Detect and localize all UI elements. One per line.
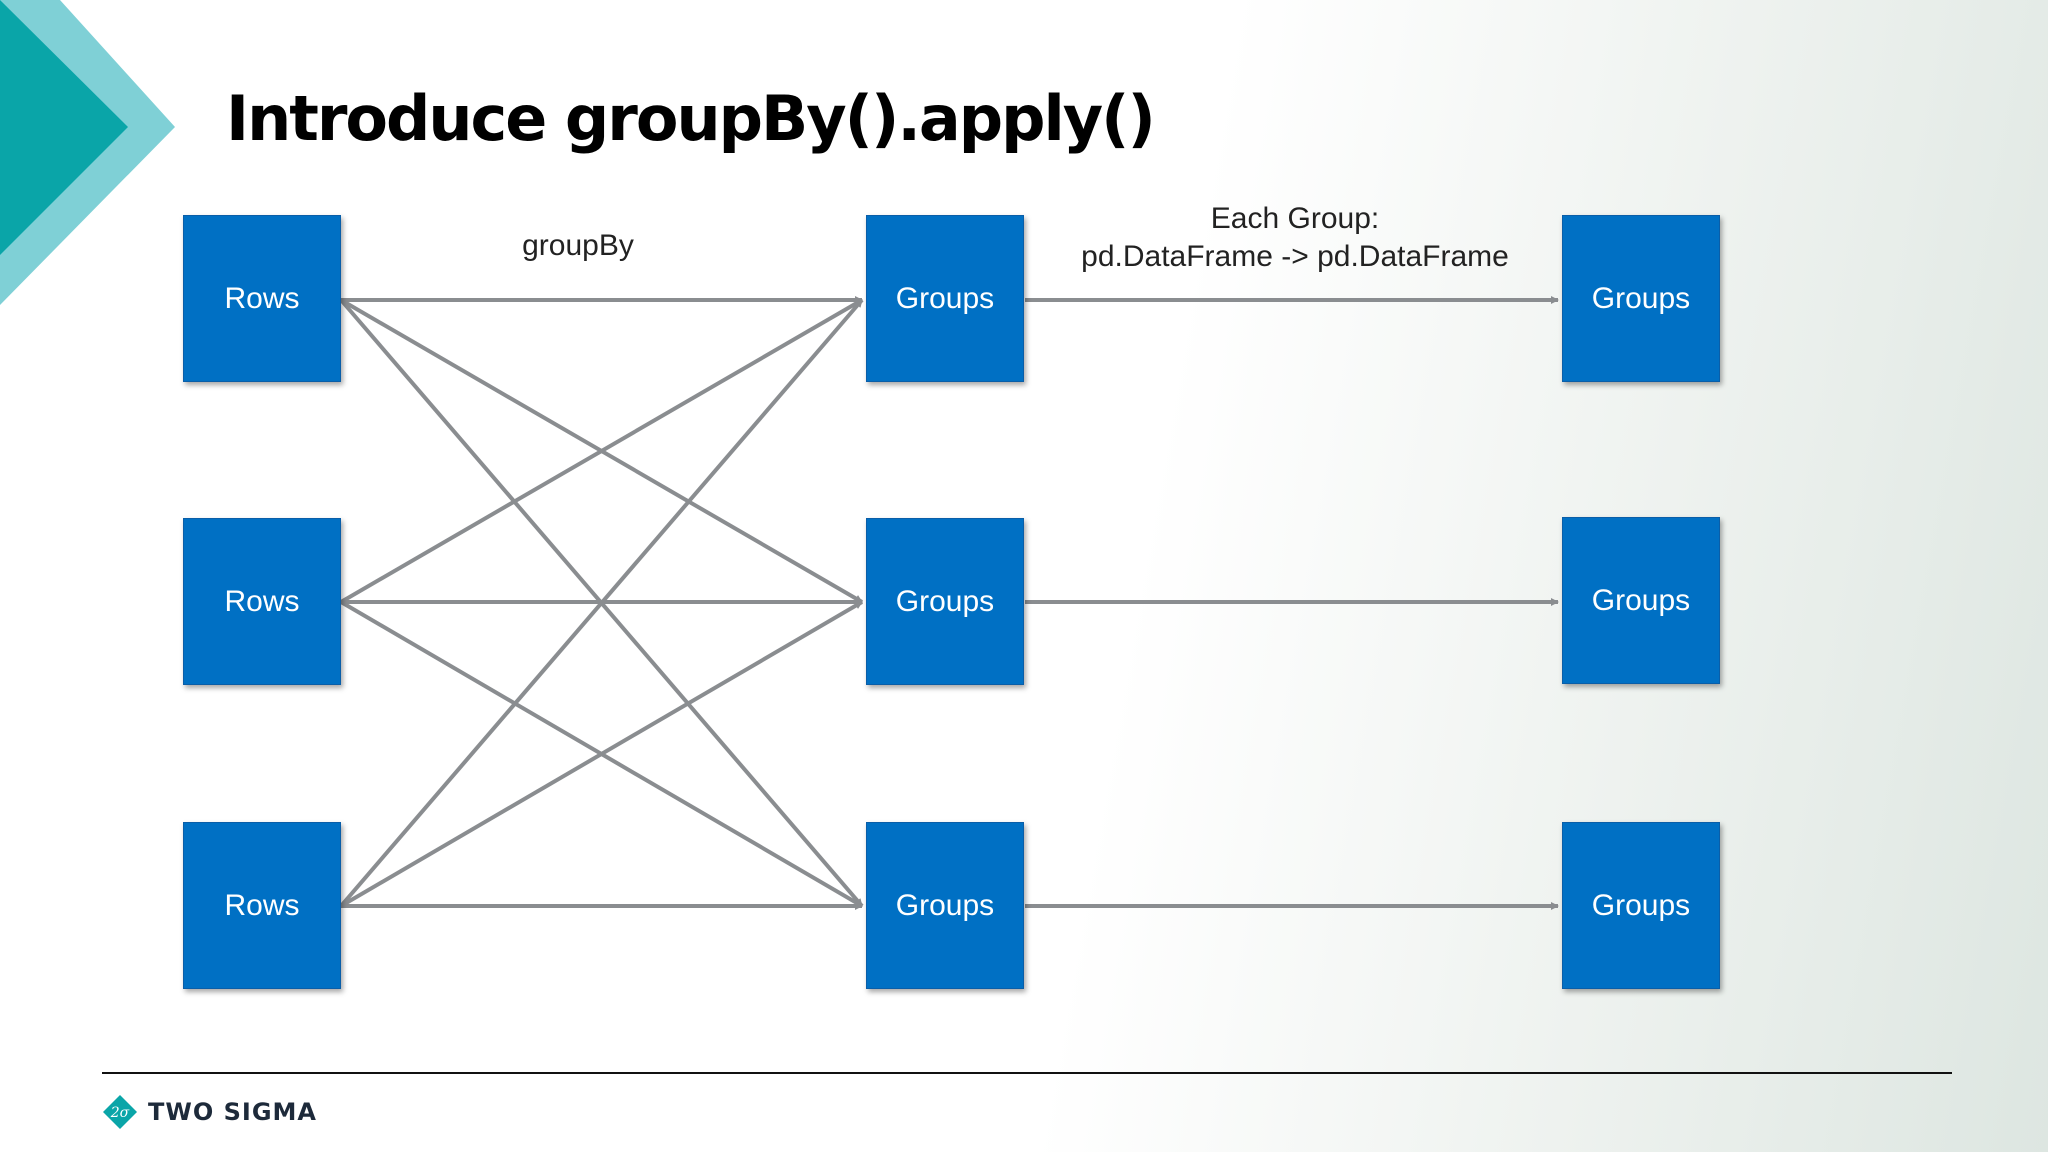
corner-chevron xyxy=(0,0,175,305)
groups-node: Groups xyxy=(866,822,1024,989)
edge-rows3-groups1 xyxy=(339,298,864,908)
edge-rows3-groups2 xyxy=(339,600,864,908)
node-label: Groups xyxy=(1591,888,1691,922)
apply-label-line1: Each Group: xyxy=(1210,202,1380,235)
rows-node: Rows xyxy=(183,215,341,382)
slide-title: Introduce groupBy().apply() xyxy=(226,82,1156,155)
apply-label: Each Group: pd.DataFrame -> pd.DataFrame xyxy=(1040,200,1550,276)
footer-divider xyxy=(102,1072,1952,1074)
svg-text:2σ: 2σ xyxy=(110,1105,130,1121)
output-groups-node: Groups xyxy=(1562,215,1720,382)
edge-rows2-groups1 xyxy=(339,298,864,604)
output-groups-node: Groups xyxy=(1562,822,1720,989)
node-label: Rows xyxy=(224,584,300,618)
node-label: Rows xyxy=(224,281,300,315)
groups-node: Groups xyxy=(866,518,1024,685)
rows-node: Rows xyxy=(183,822,341,989)
two-sigma-logo-icon: 2σ xyxy=(103,1095,137,1129)
node-label: Groups xyxy=(1591,583,1691,617)
brand-logo: 2σ TWO SIGMA xyxy=(102,1094,317,1130)
rows-node: Rows xyxy=(183,518,341,685)
groups-node: Groups xyxy=(866,215,1024,382)
apply-label-line2: pd.DataFrame -> pd.DataFrame xyxy=(1081,240,1509,273)
output-groups-node: Groups xyxy=(1562,517,1720,684)
node-label: Groups xyxy=(1591,281,1691,315)
brand-name: TWO SIGMA xyxy=(148,1098,317,1126)
node-label: Rows xyxy=(224,888,300,922)
node-label: Groups xyxy=(895,281,995,315)
groupby-label: groupBy xyxy=(522,229,634,262)
node-label: Groups xyxy=(895,888,995,922)
node-label: Groups xyxy=(895,584,995,618)
